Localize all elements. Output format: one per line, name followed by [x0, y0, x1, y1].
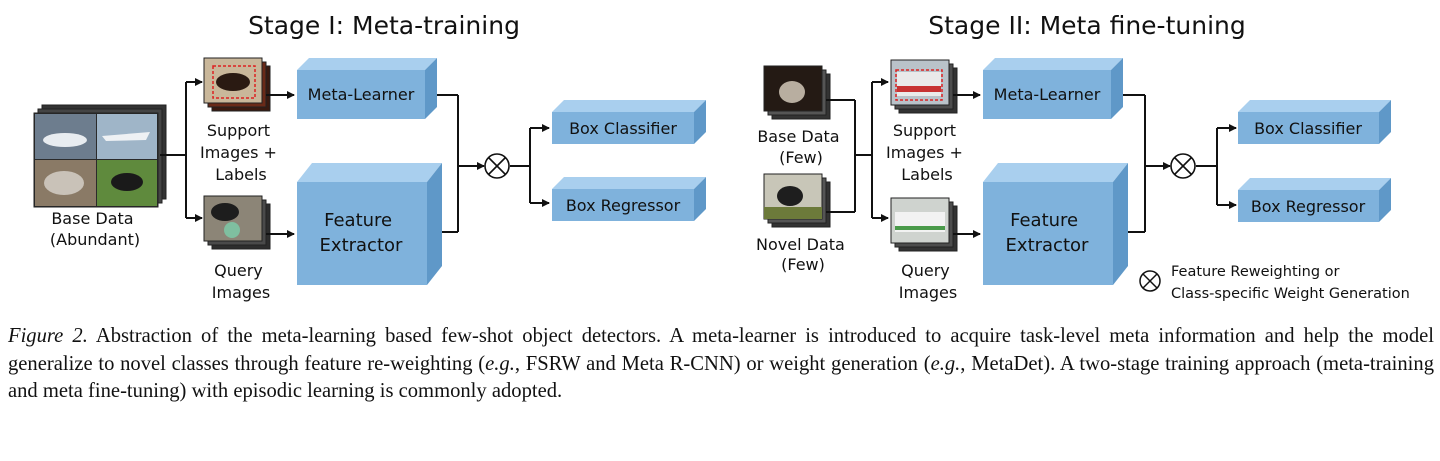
- stage2-novel-data-images: [763, 173, 831, 228]
- stage1-support-label: Support Images + Labels: [200, 121, 282, 184]
- stage2-support-images: [890, 59, 958, 114]
- stage2-feature-extractor-label: Feature Extractor: [1006, 210, 1089, 256]
- stage1-feature-extractor-box: Feature Extractor: [297, 163, 442, 285]
- stage1-query-label: Query Images: [212, 261, 270, 302]
- stage2-base-data-label: Base Data (Few): [757, 127, 844, 167]
- stage1-feature-extractor-label: Feature Extractor: [320, 210, 403, 256]
- stage1-title: Stage I: Meta-training: [248, 11, 520, 40]
- legend-operator-icon: [1139, 270, 1161, 292]
- stage1-box-classifier-label: Box Classifier: [569, 119, 677, 138]
- stage1-box-classifier-box: Box Classifier: [552, 100, 706, 144]
- caption-text-2: , FSRW and Meta R-CNN) or weight generat…: [514, 352, 931, 375]
- figure-caption: Figure 2. Abstraction of the meta-learni…: [8, 323, 1434, 406]
- caption-eg-2: e.g.: [930, 352, 961, 375]
- stage2-reweighting-operator: [1170, 153, 1196, 179]
- stage2-meta-learner-label: Meta-Learner: [994, 85, 1101, 104]
- legend-text: Feature Reweighting or Class-specific We…: [1171, 264, 1410, 302]
- stage2-box-classifier-label: Box Classifier: [1254, 119, 1362, 138]
- stage2-novel-data-label: Novel Data (Few): [756, 235, 850, 274]
- stage1-meta-learner-box: Meta-Learner: [297, 58, 437, 119]
- stage2-feature-extractor-box: Feature Extractor: [983, 163, 1128, 285]
- caption-text-1: Abstraction of the meta-learning based f…: [8, 325, 1434, 375]
- caption-eg-1: e.g.: [485, 352, 515, 375]
- stage2-box-regressor-label: Box Regressor: [1251, 197, 1366, 216]
- caption-label: Figure 2.: [8, 325, 88, 347]
- stage2-box-classifier-box: Box Classifier: [1238, 100, 1391, 144]
- stage1-meta-learner-label: Meta-Learner: [308, 85, 415, 104]
- stage1-box-regressor-label: Box Regressor: [566, 196, 681, 215]
- stage1-base-data-images: [33, 104, 167, 208]
- legend: Feature Reweighting or Class-specific We…: [1139, 264, 1410, 302]
- stage2-title: Stage II: Meta fine-tuning: [928, 11, 1245, 40]
- stage1-base-data-label: Base Data (Abundant): [50, 209, 140, 249]
- caption-text-3: , MetaDet). A two-stage training approac…: [8, 352, 1434, 403]
- stage2-box-regressor-box: Box Regressor: [1238, 178, 1391, 222]
- stage1-query-images: [203, 195, 271, 250]
- stage2-meta-learner-box: Meta-Learner: [983, 58, 1123, 119]
- stage2-query-images: [890, 197, 958, 252]
- stage2-support-label: Support Images + Labels: [886, 121, 968, 184]
- stage2-base-data-images: [763, 65, 831, 120]
- stage1-support-images: [203, 57, 271, 112]
- stage1-reweighting-operator: [484, 153, 510, 179]
- stage1-box-regressor-box: Box Regressor: [552, 177, 706, 221]
- stage2-query-label: Query Images: [899, 261, 957, 302]
- stage1-connectors: [160, 78, 550, 238]
